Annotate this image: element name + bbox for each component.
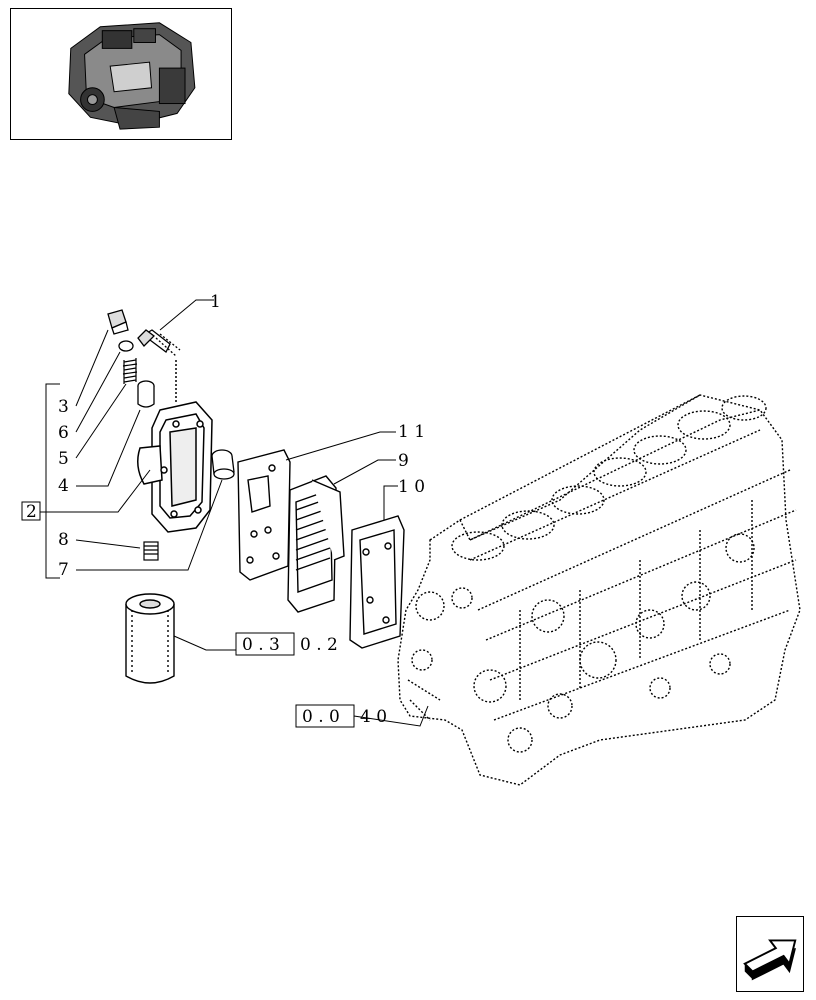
callout-8: 8 [58, 530, 69, 550]
engine-thumbnail-icon [68, 22, 196, 130]
ref-block-box [295, 704, 355, 728]
callout-6: 6 [58, 423, 69, 443]
cooler-item-9 [287, 475, 345, 613]
housing-item-2 [137, 360, 213, 533]
ref-filter-rest: 0 . 2 [300, 635, 338, 655]
leader-11 [285, 431, 396, 461]
callout-2-box [21, 501, 41, 521]
next-page-button[interactable] [736, 916, 804, 992]
leader-6 [75, 351, 121, 433]
group-bracket [45, 383, 60, 579]
leader-9 [333, 459, 396, 485]
leader-10 [383, 485, 398, 520]
leader-1 [159, 299, 214, 331]
leader-8 [75, 539, 141, 549]
leader-7 [76, 479, 223, 571]
valve-item-4 [137, 380, 155, 408]
spring-item-5 [122, 358, 138, 384]
bolt-item-1 [137, 329, 181, 357]
callout-9: 9 [398, 451, 409, 471]
gasket-item-10 [349, 515, 405, 649]
callout-10: 1 0 [398, 477, 425, 497]
nipple-item-8 [143, 541, 159, 561]
callout-7: 7 [58, 560, 69, 580]
engine-block [397, 394, 801, 786]
plug-item-3 [107, 309, 129, 335]
leader-lines [40, 329, 429, 727]
leader-block [353, 705, 429, 727]
ref-filter-boxed[interactable]: 0 . 3 [242, 635, 280, 655]
next-page-arrow-icon [743, 939, 797, 981]
ring-item-6 [118, 340, 134, 352]
leader-4 [76, 409, 141, 487]
fitting-item-7 [211, 449, 235, 480]
leader-3 [75, 329, 109, 407]
gasket-item-11 [237, 449, 291, 581]
ref-block-boxed[interactable]: 0 . 0 [302, 707, 340, 727]
leader-5 [75, 383, 127, 459]
engine-thumbnail[interactable] [10, 8, 232, 140]
ref-block-rest: 4 0 [360, 707, 387, 727]
callout-2: 2 [26, 502, 37, 522]
callout-5: 5 [58, 449, 69, 469]
leader-filter [173, 635, 236, 651]
oil-filter [125, 593, 175, 684]
ref-filter-box [235, 632, 295, 656]
callout-1: 1 [210, 292, 221, 312]
leader-2 [40, 469, 151, 513]
callout-3: 3 [58, 397, 69, 417]
callout-11: 1 1 [398, 422, 425, 442]
callout-4: 4 [58, 476, 69, 496]
